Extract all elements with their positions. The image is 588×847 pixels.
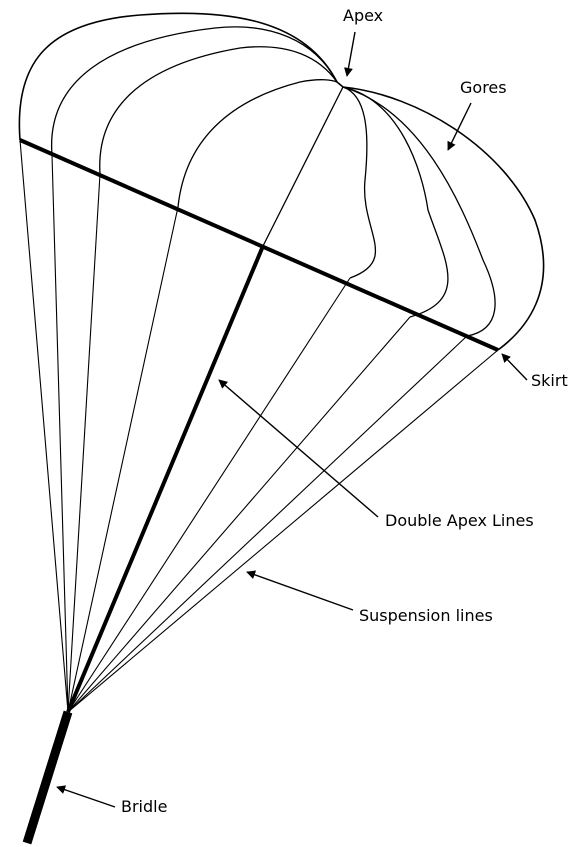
gore-seam bbox=[99, 46, 338, 175]
bridle-strap bbox=[22, 710, 73, 845]
double-apex-line bbox=[66, 245, 265, 713]
suspension-line bbox=[67, 316, 411, 713]
gores-arrow bbox=[447, 102, 472, 151]
suspension-line bbox=[67, 335, 468, 713]
suspension-line bbox=[67, 206, 179, 713]
suspension-line bbox=[67, 173, 101, 713]
apex-arrow bbox=[344, 31, 356, 77]
gore-seam bbox=[177, 79, 338, 208]
leader-arrows bbox=[56, 31, 528, 808]
suspension-line bbox=[67, 349, 499, 713]
apex-line-upper bbox=[262, 86, 344, 247]
double-apex-lines-arrow bbox=[218, 379, 379, 518]
gore-seam bbox=[342, 86, 377, 279]
double-apex-lines-label: Double Apex Lines bbox=[385, 511, 534, 530]
gore-seams-left bbox=[51, 26, 338, 208]
suspension-line bbox=[51, 154, 69, 713]
gore-seams-right bbox=[342, 86, 496, 337]
apex-label: Apex bbox=[343, 6, 384, 25]
skirt-arrow bbox=[501, 353, 528, 381]
suspension-lines bbox=[19, 139, 499, 713]
gore-seam bbox=[342, 86, 449, 318]
gores-label: Gores bbox=[460, 78, 507, 97]
bridle-arrow bbox=[56, 785, 116, 808]
gore-seam bbox=[51, 26, 338, 156]
suspension-line bbox=[67, 277, 351, 713]
gore-seam bbox=[342, 86, 496, 337]
suspension-line bbox=[19, 139, 69, 713]
suspension-lines-arrow bbox=[246, 570, 354, 611]
suspension-lines-label: Suspension lines bbox=[359, 606, 493, 625]
bridle-label: Bridle bbox=[121, 797, 168, 816]
skirt-label: Skirt bbox=[531, 371, 568, 390]
